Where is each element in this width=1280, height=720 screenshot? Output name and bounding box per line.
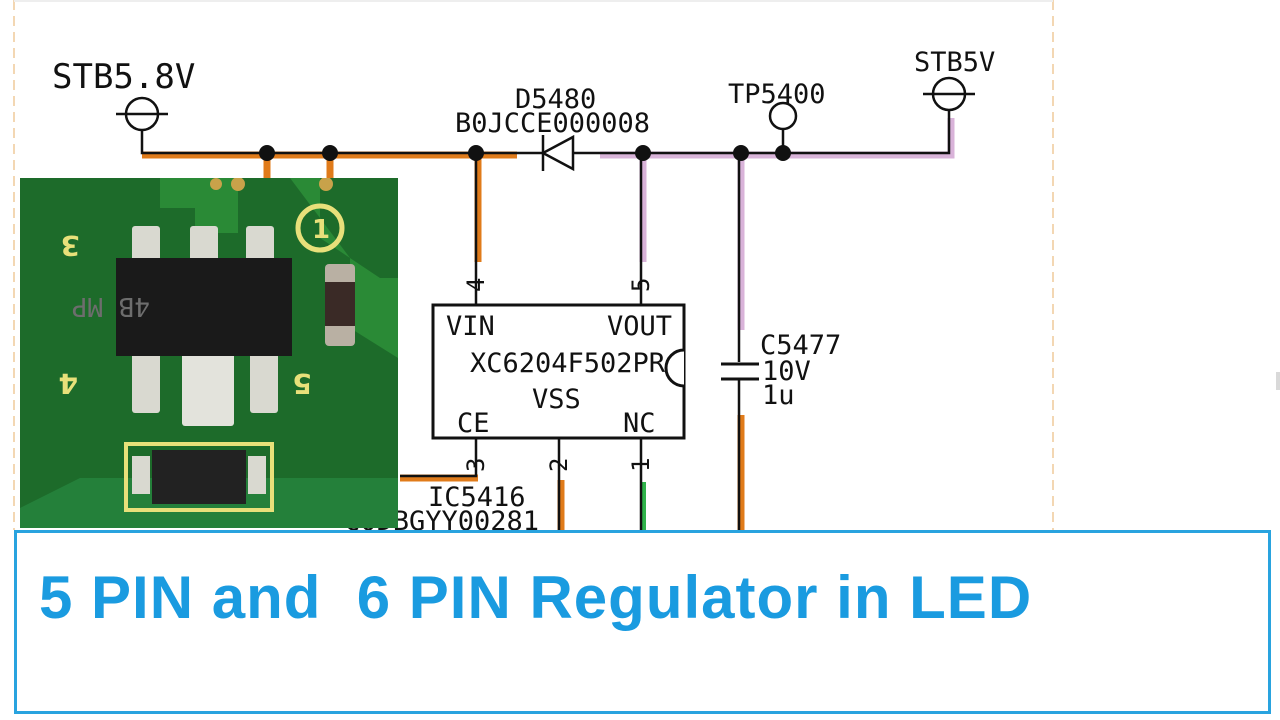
- chip-body: [116, 258, 292, 356]
- silk-pin4: 4: [59, 367, 78, 400]
- capacitor-symbol: [721, 362, 759, 381]
- diode-symbol: [519, 134, 600, 172]
- junction-dot: [468, 145, 484, 161]
- pcb-via: [231, 178, 245, 191]
- lower-component-pad: [132, 456, 150, 494]
- silk-pin5: 5: [293, 367, 312, 400]
- pcb-photo: 4B MP 1 3 4 5: [20, 178, 398, 528]
- junctions: [259, 145, 791, 161]
- lower-component-outline: [124, 442, 274, 512]
- junction-dot: [322, 145, 338, 161]
- pcb-via: [319, 178, 333, 191]
- pcb-via: [210, 178, 222, 190]
- pcb-trace: [290, 178, 398, 358]
- junction-dot: [733, 145, 749, 161]
- wire-ce: [400, 438, 478, 478]
- testpoint-label: TP5400: [728, 79, 826, 110]
- title-banner: 5 PIN and 6 PIN Regulator in LED: [14, 530, 1271, 714]
- wire-input-rail: [140, 130, 519, 155]
- banner-title: 5 PIN and 6 PIN Regulator in LED: [39, 564, 1033, 631]
- diode-triangle-icon: [540, 134, 575, 172]
- junction-dot: [259, 145, 275, 161]
- pin-number-5: 5: [627, 278, 655, 292]
- pink-wire-output: [600, 118, 955, 159]
- chip-pin: [182, 348, 234, 426]
- schematic-wires: [140, 110, 951, 530]
- scrollbar-mark: [1276, 372, 1280, 390]
- junction-dot: [775, 145, 791, 161]
- capacitor-ref: C5477: [760, 330, 841, 361]
- chip-pin: [132, 348, 160, 413]
- pin-number-1: 1: [627, 458, 655, 472]
- lower-component-pad: [248, 456, 266, 494]
- chip-pin: [250, 348, 278, 413]
- silk-pin1-circle: [295, 203, 345, 253]
- stb5-power-symbol: [923, 76, 975, 112]
- pin-label-vin: VIN: [446, 311, 495, 342]
- ic-body: [431, 303, 686, 440]
- stb58-label: STB5.8V: [52, 57, 195, 97]
- ic-ref: IC5416: [428, 482, 526, 513]
- pin-label-ce: CE: [457, 408, 490, 439]
- ic-notch: [664, 348, 685, 388]
- ic-part-number: XC6204F502PR: [470, 348, 666, 379]
- pin-number-4: 4: [462, 278, 490, 292]
- pcb-trace: [160, 178, 238, 233]
- diode-part: B0JCCE000008: [455, 108, 650, 139]
- pin-label-vss: VSS: [532, 384, 581, 415]
- wire-output-rail: [600, 110, 951, 155]
- junction-dot: [635, 145, 651, 161]
- smd-resistor-body: [325, 282, 355, 326]
- pin-label-vout: VOUT: [607, 311, 672, 342]
- pin-number-3: 3: [462, 458, 490, 472]
- silk-pin1: 1: [312, 215, 330, 245]
- diode-ref: D5480: [515, 84, 596, 115]
- silk-pin3: 3: [61, 229, 80, 262]
- stb5-label: STB5V: [914, 47, 995, 78]
- testpoint-icon: [768, 101, 798, 131]
- stb58-power-symbol: [116, 96, 168, 132]
- capacitor-value: 1u: [762, 380, 795, 411]
- lower-component-body: [152, 450, 246, 504]
- pin-number-2: 2: [545, 458, 573, 472]
- highlight-wires: [142, 118, 955, 530]
- capacitor-voltage: 10V: [762, 356, 811, 387]
- pin-label-nc: NC: [623, 408, 656, 439]
- chip-marking: 4B MP: [72, 291, 150, 321]
